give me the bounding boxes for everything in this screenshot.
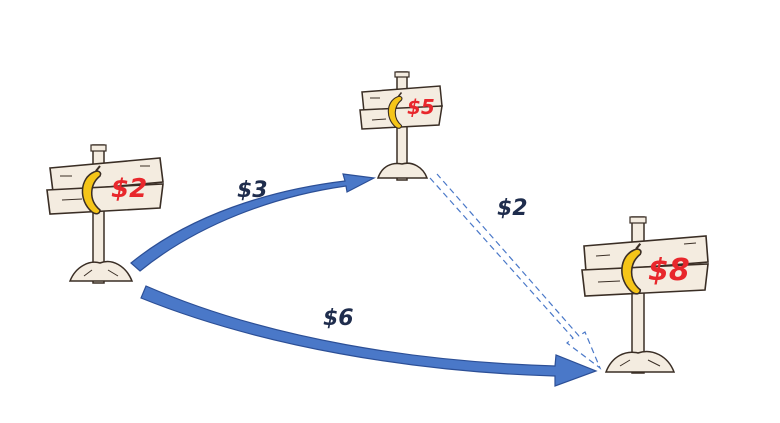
sign-right: $8: [581, 216, 709, 374]
sign-price-left: $2: [111, 174, 147, 204]
sign-left: $2: [46, 144, 164, 284]
edge-label-top-right: $2: [497, 196, 528, 221]
arrow-left-to-right: [140, 285, 598, 387]
sign-price-right: $8: [648, 253, 690, 288]
sign-top: $5: [359, 71, 443, 181]
edge-label-left-top: $3: [237, 178, 268, 203]
sign-price-top: $5: [407, 95, 435, 119]
edge-label-left-right: $6: [323, 306, 354, 331]
arrow-left-to-top: [130, 173, 376, 272]
arrow-top-to-right: [429, 173, 602, 370]
